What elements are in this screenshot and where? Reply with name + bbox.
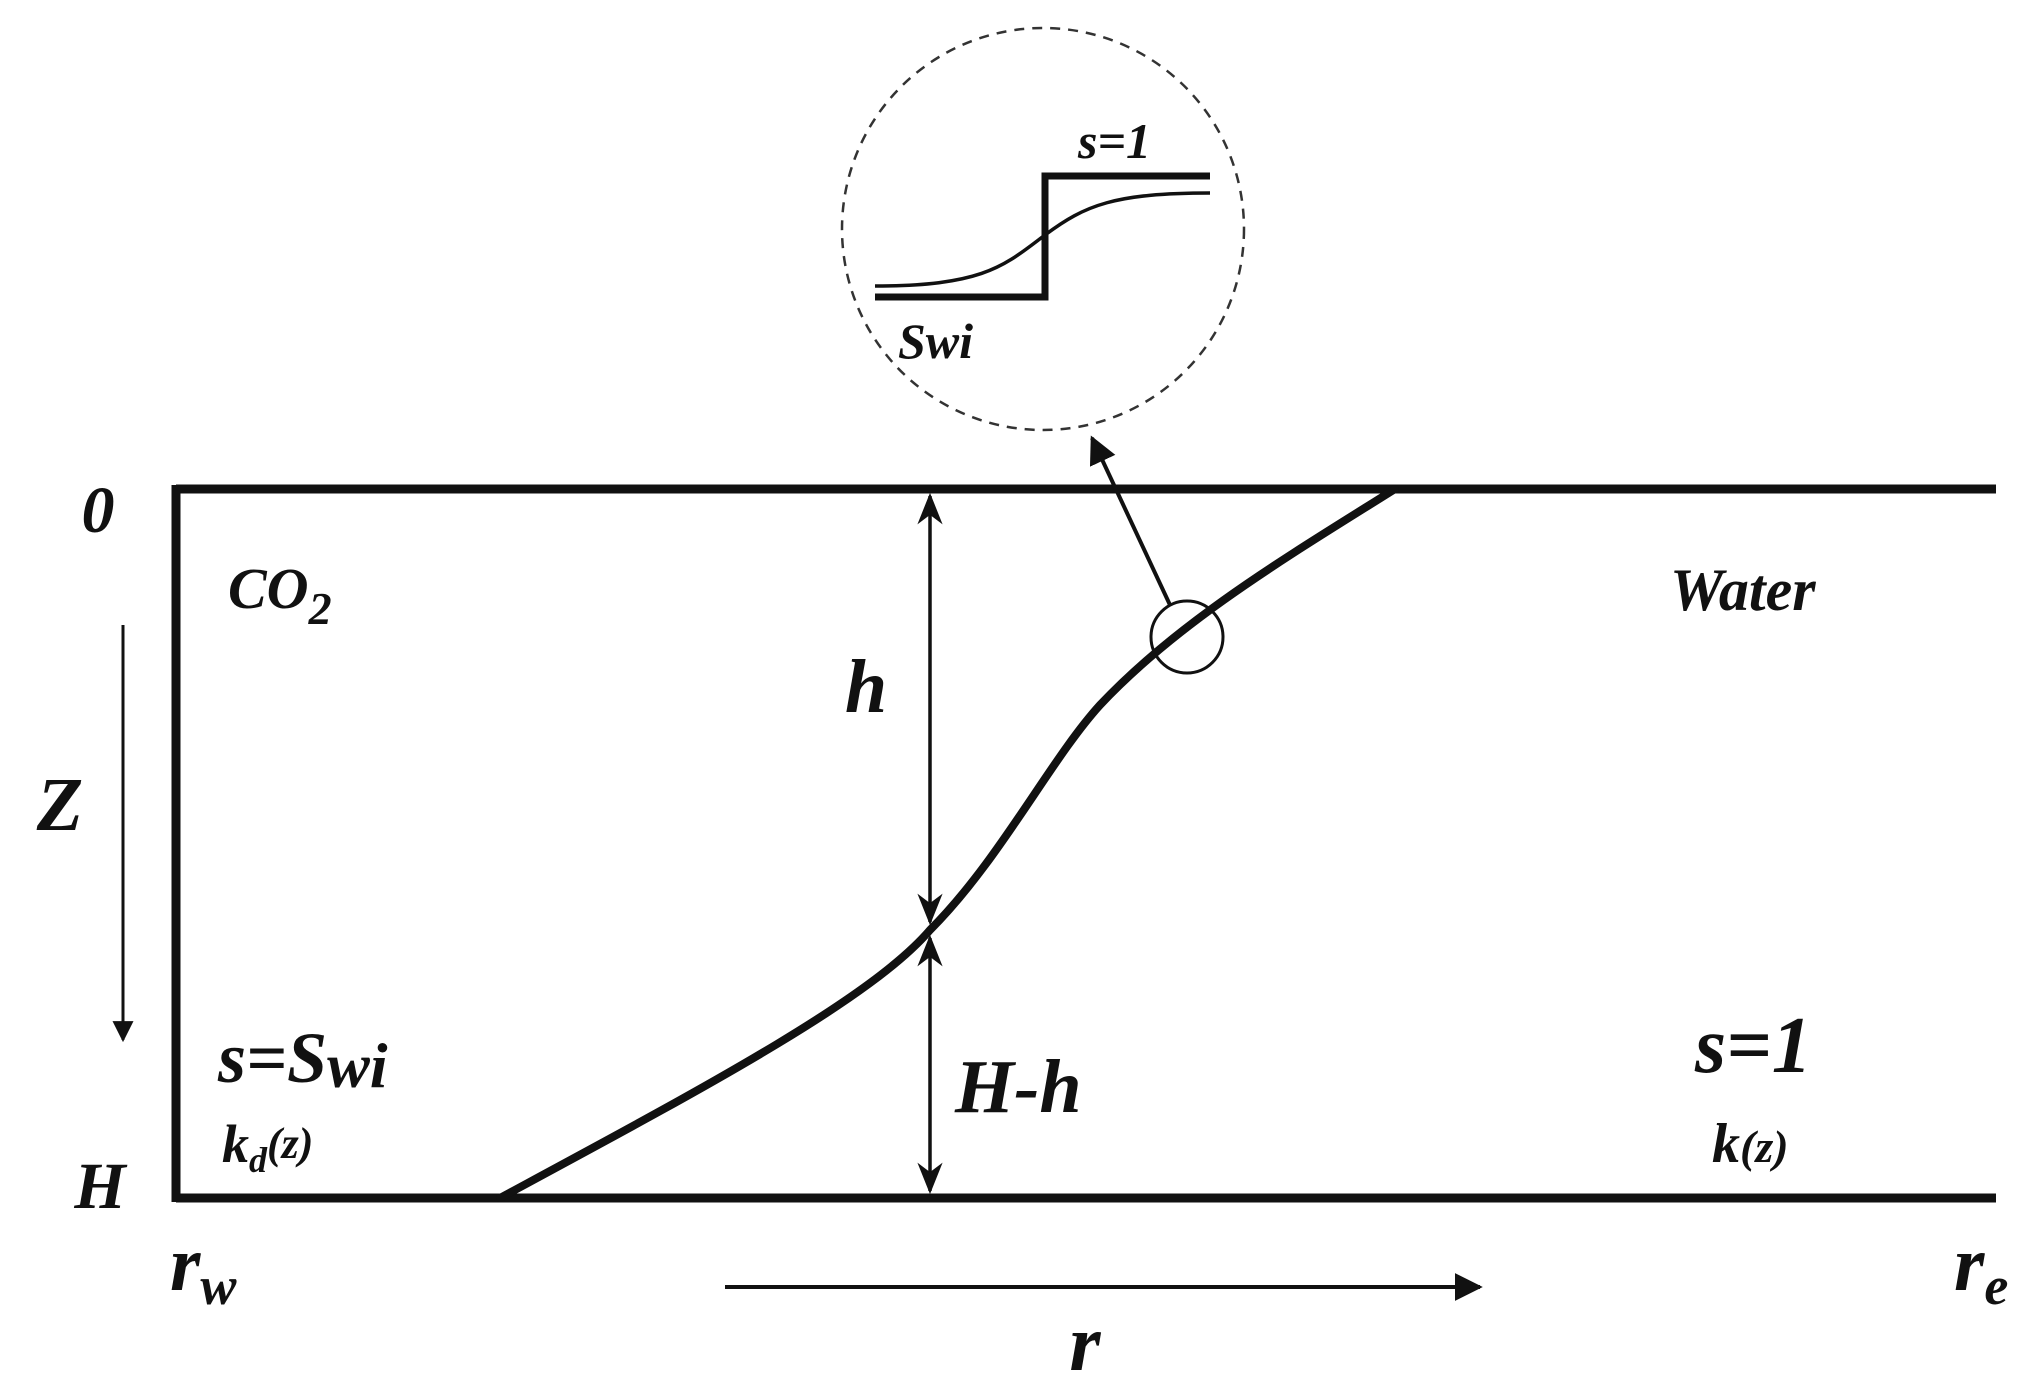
well-radius-subscript: w (200, 1256, 237, 1316)
outer-radius-base: r (1954, 1220, 1985, 1307)
well-radius-label: rw (170, 1220, 237, 1316)
water-permeability-label: k(z) (1712, 1113, 1789, 1175)
water-permeability-argument: (z) (1740, 1121, 1789, 1172)
bottom-depth-label: H (73, 1150, 128, 1223)
inset-magnified-circle (840, 26, 1246, 432)
H-minus-h-label: H-h (954, 1045, 1082, 1129)
co2-label-subscript: 2 (308, 583, 332, 634)
outer-radius-label: re (1954, 1220, 2008, 1316)
r-axis-label: r (1069, 1300, 1101, 1384)
co2-permeability-label: kd(z) (222, 1114, 313, 1180)
zoom-marker-circle (1149, 599, 1225, 675)
co2-permeability-subscript: d (249, 1140, 268, 1180)
top-depth-label: 0 (82, 474, 115, 547)
co2-saturation-subscript: wi (327, 1030, 388, 1101)
water-saturation-label: s=1 (1694, 1002, 1812, 1090)
zoom-leader-arrow (1089, 435, 1172, 606)
co2-permeability-base: k (222, 1114, 249, 1174)
inset-top-saturation-label: s=1 (1077, 113, 1151, 169)
water-permeability-base: k (1712, 1113, 1740, 1175)
co2-water-interface (496, 485, 1399, 1202)
inset-smooth-transition-curve (874, 191, 1211, 288)
co2-saturation-label: s=Swi (217, 1018, 388, 1101)
co2-permeability-argument: (z) (267, 1119, 313, 1168)
well-radius-base: r (170, 1220, 201, 1307)
co2-saturation-base: s=S (217, 1018, 327, 1098)
co2-label-base: CO (228, 556, 309, 621)
z-axis-label: Z (36, 763, 83, 847)
outer-radius-subscript: e (1984, 1256, 2008, 1316)
h-label: h (845, 645, 887, 729)
co2-label: CO2 (228, 556, 332, 634)
inset-bottom-saturation-label: Swi (898, 313, 973, 369)
water-label: Water (1670, 557, 1816, 623)
